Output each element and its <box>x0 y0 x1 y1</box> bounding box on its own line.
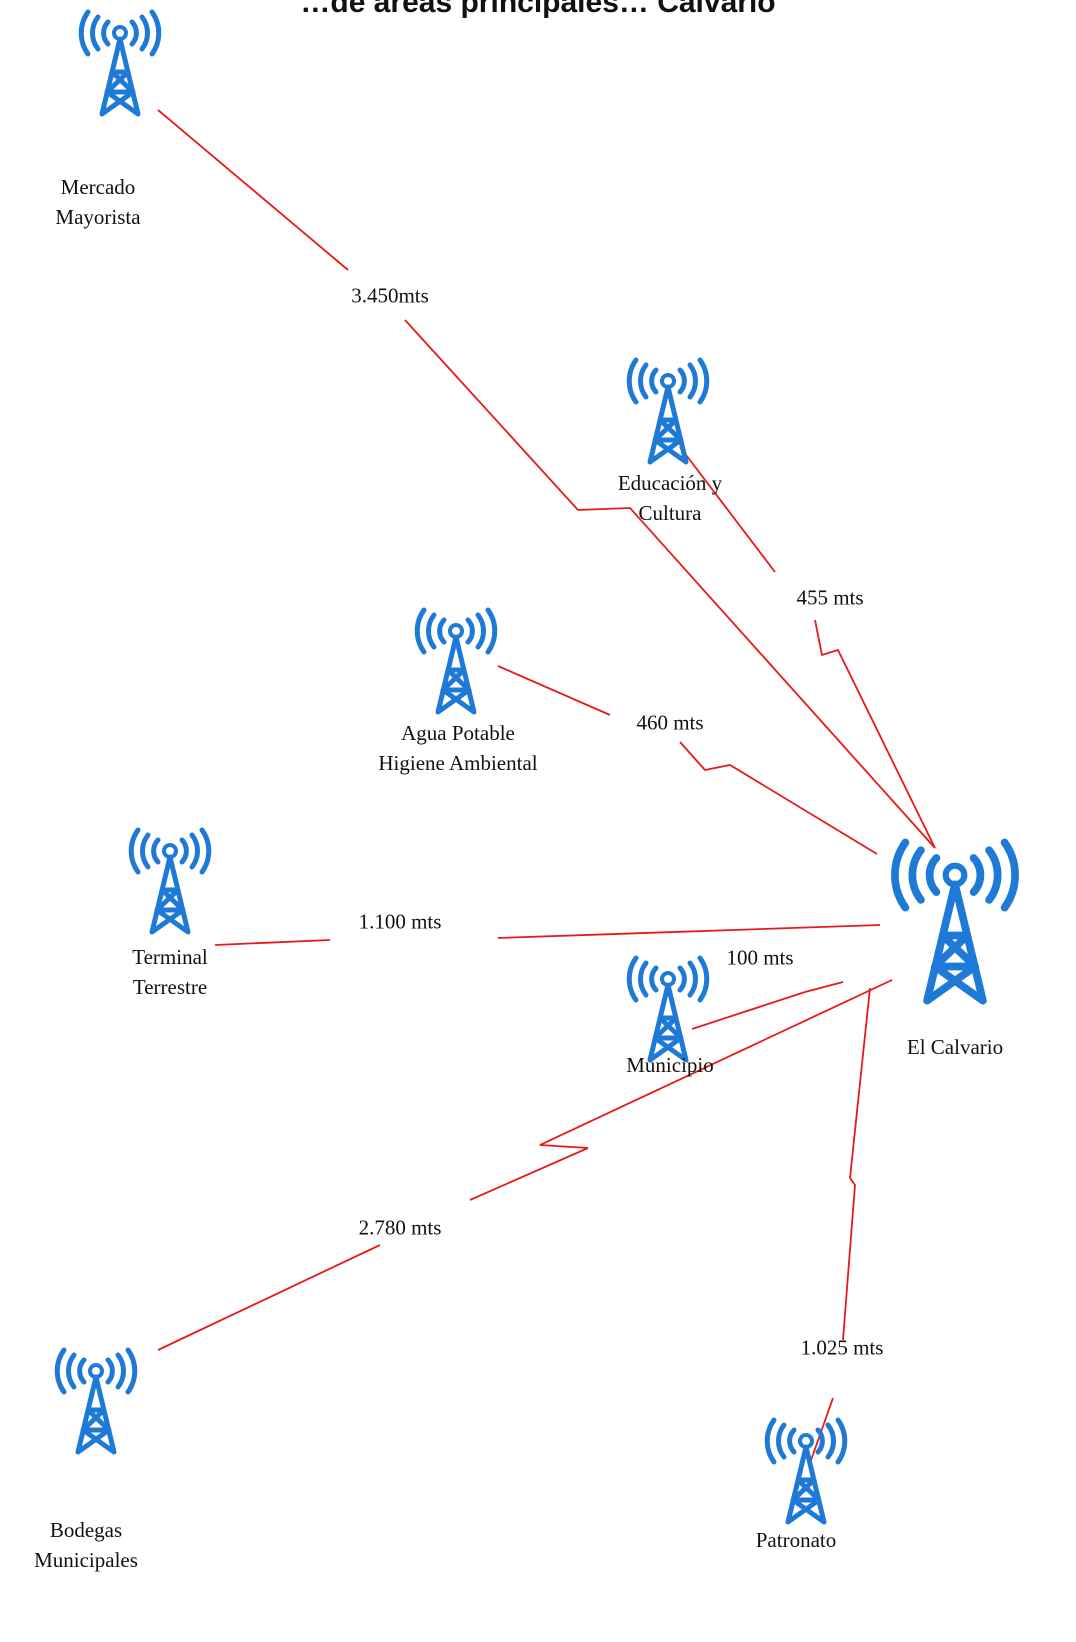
node-label-educacion-cultura: Educación y Cultura <box>618 468 722 528</box>
distance-label: 455 mts <box>796 585 864 610</box>
page-title: …de áreas principales… Calvario <box>300 0 776 19</box>
link-line-bodegas-municipales-segment <box>469 979 893 1201</box>
node-label-el-calvario-line: El Calvario <box>906 1035 1004 1059</box>
node-label-bodegas-municipales-line: Bodegas <box>49 1518 123 1542</box>
node-label-el-calvario: El Calvario <box>907 1032 1003 1062</box>
tower-icon-terminal-terrestre <box>131 830 209 932</box>
link-line-educacion-cultura-segment <box>814 619 936 849</box>
node-label-educacion-cultura-line: Educación y <box>617 471 723 495</box>
node-label-mercado-mayorista-line: Mayorista <box>55 205 141 229</box>
link-line-agua-potable-segment <box>679 741 878 855</box>
tower-icon-patronato <box>767 1420 845 1522</box>
tower-icon-bodegas-municipales <box>57 1350 135 1452</box>
link-line-mercado-mayorista <box>157 109 349 271</box>
distance-label: 2.780 mts <box>358 1215 442 1240</box>
node-label-bodegas-municipales-line: Municipales <box>34 1548 138 1572</box>
link-line-patronato-segment <box>842 987 871 1341</box>
distance-label: 100 mts <box>726 945 794 970</box>
distance-label: 1.025 mts <box>800 1335 884 1360</box>
node-label-terminal-terrestre-line: Terrestre <box>132 975 208 999</box>
tower-icon-el-calvario <box>895 843 1015 1001</box>
distance-label: 1.100 mts <box>358 909 442 934</box>
tower-icon-educacion-cultura <box>629 360 707 462</box>
link-line-municipio-segment <box>804 981 844 993</box>
node-label-mercado-mayorista-line: Mercado <box>60 175 136 199</box>
link-line-terminal-terrestre-segment <box>497 924 881 939</box>
tower-icon-municipio <box>629 958 707 1060</box>
node-label-terminal-terrestre-line: Terminal <box>132 945 208 969</box>
distance-label: 3.450mts <box>351 283 429 308</box>
node-label-agua-potable-line: Higiene Ambiental <box>378 751 538 775</box>
link-line-educacion-cultura <box>679 446 776 573</box>
node-label-municipio-line: Municipio <box>626 1053 714 1077</box>
link-line-agua-potable <box>497 665 611 716</box>
link-line-mercado-mayorista-segment <box>404 319 936 849</box>
link-line-municipio <box>691 991 806 1030</box>
link-line-terminal-terrestre <box>214 939 331 946</box>
node-label-patronato: Patronato <box>756 1525 836 1555</box>
link-line-bodegas-municipales <box>157 1244 381 1351</box>
tower-icon-agua-potable <box>417 610 495 712</box>
node-label-patronato-line: Patronato <box>755 1528 837 1552</box>
node-label-municipio: Municipio <box>626 1050 714 1080</box>
node-label-educacion-cultura-line: Cultura <box>638 501 702 525</box>
distance-label: 460 mts <box>636 710 704 735</box>
node-label-agua-potable-line: Agua Potable <box>401 721 515 745</box>
tower-icon-mercado-mayorista <box>81 12 159 114</box>
